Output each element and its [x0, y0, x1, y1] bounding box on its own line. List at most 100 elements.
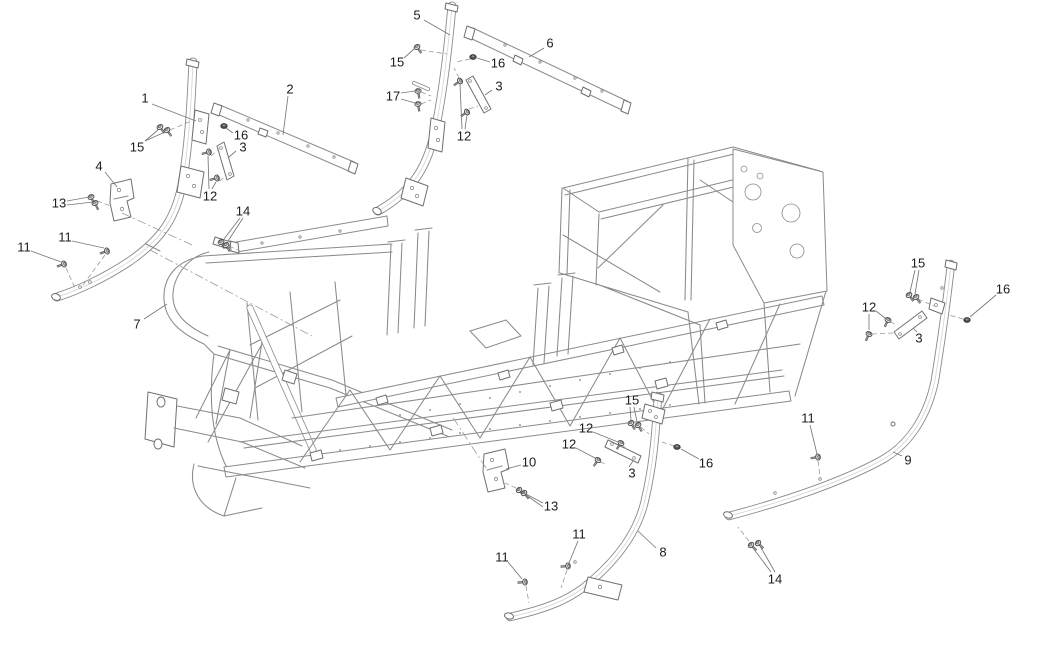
callout-label-8: 8 [659, 545, 666, 560]
rail-part-2 [210, 102, 359, 175]
leader-line [528, 47, 545, 58]
leader-line [521, 491, 544, 504]
cage-tube-part-5 [372, 1, 459, 216]
callout-label-3: 3 [239, 140, 246, 155]
bolt-icon [54, 259, 69, 271]
bolt-icon [516, 577, 529, 587]
callout-label-7: 7 [133, 317, 140, 332]
leader-line [211, 181, 217, 190]
leader-line [476, 57, 491, 63]
tube-part-9 [723, 259, 958, 521]
callout-label-17: 17 [386, 89, 400, 104]
callout-label-15: 15 [911, 256, 925, 271]
main-frame-part-7 [144, 146, 828, 517]
leader-line [66, 196, 90, 202]
bolt-icon [633, 420, 646, 435]
bolt-icon [412, 42, 425, 57]
tube-part-8 [503, 391, 666, 622]
leader-line [144, 131, 166, 142]
leader-line [568, 540, 579, 564]
leader-line [909, 269, 916, 293]
bolt-icon [559, 561, 572, 571]
callout-label-9: 9 [904, 453, 911, 468]
leader-line [809, 424, 818, 455]
leader-line [66, 201, 94, 206]
callout-label-15: 15 [390, 55, 404, 70]
callout-label-14: 14 [236, 204, 250, 219]
callout-label-11: 11 [17, 240, 31, 255]
nut-icon [469, 54, 477, 60]
strap-part-3-top-middle [465, 75, 492, 114]
leader-line [104, 171, 118, 188]
strap-part-3-bottom [604, 439, 642, 464]
callout-label-16: 16 [996, 282, 1010, 297]
leader-line [752, 547, 772, 573]
bolt-icon [413, 87, 424, 101]
leader-line [637, 530, 657, 549]
leader-line [225, 127, 234, 134]
callout-label-3: 3 [628, 466, 635, 481]
leader-line [633, 406, 638, 423]
leader-line [484, 89, 493, 96]
callout-label-16: 16 [491, 56, 505, 71]
callout-label-10: 10 [522, 455, 536, 470]
leader-line [680, 448, 700, 460]
nut-icon [963, 317, 971, 323]
callout-label-11: 11 [58, 230, 72, 245]
bolt-icon [207, 173, 222, 185]
bolt-icon [880, 315, 893, 330]
leader-line [144, 129, 159, 142]
callout-label-11: 11 [495, 550, 509, 565]
leader-line [400, 98, 416, 104]
bracket-part-10 [482, 448, 510, 493]
callout-label-14: 14 [768, 572, 782, 587]
bolt-icon [450, 76, 465, 89]
callout-label-5: 5 [413, 8, 420, 23]
cage-tube-part-1 [51, 57, 210, 302]
leader-line [227, 217, 244, 242]
callout-label-6: 6 [546, 36, 553, 51]
leader-line [400, 90, 416, 94]
callout-label-12: 12 [862, 300, 876, 315]
leader-line [282, 95, 289, 136]
callout-label-16: 16 [699, 456, 713, 471]
leader-line [464, 114, 468, 130]
bolt-icon [911, 292, 924, 307]
leader-line [459, 83, 463, 130]
leader-line [151, 103, 197, 122]
callout-label-12: 12 [457, 129, 471, 144]
leader-line [629, 406, 632, 421]
leader-line [969, 294, 997, 318]
leader-line [628, 460, 634, 468]
leader-line [912, 327, 918, 333]
leader-line [914, 269, 920, 295]
callout-label-15: 15 [625, 393, 639, 408]
leader-line [228, 150, 237, 158]
callout-label-4: 4 [95, 159, 102, 174]
callout-label-2: 2 [286, 82, 293, 97]
nut-icon [673, 444, 681, 450]
leader-line [207, 155, 210, 190]
callout-label-12: 12 [562, 437, 576, 452]
callout-label-11: 11 [572, 527, 586, 542]
leader-line [525, 494, 544, 508]
callout-label-12: 12 [579, 421, 593, 436]
leader-line [423, 19, 451, 36]
callout-label-13: 13 [52, 196, 66, 211]
callout-label-3: 3 [915, 331, 922, 346]
leader-lines [30, 19, 997, 580]
bracket-part-4 [109, 178, 135, 222]
leader-line [592, 431, 619, 443]
bolt-icon [199, 147, 214, 159]
callout-label-1: 1 [141, 91, 148, 106]
leader-line [892, 451, 903, 457]
callout-label-16: 16 [234, 128, 248, 143]
floor-rivet-dots [339, 361, 671, 451]
leader-line [505, 464, 522, 470]
bolt-icon [90, 198, 103, 213]
leader-line [71, 240, 105, 249]
callout-label-13: 13 [544, 499, 558, 514]
